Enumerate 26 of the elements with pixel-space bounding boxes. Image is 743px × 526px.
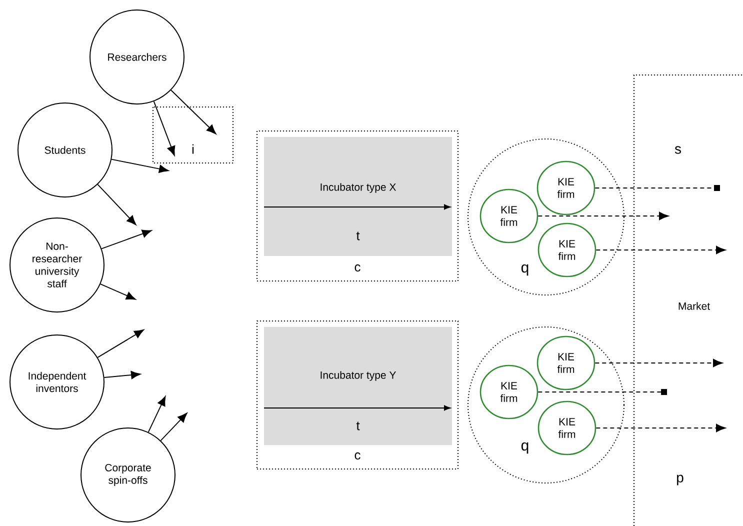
node-label: Incubator type X bbox=[320, 183, 396, 193]
region-label: Market bbox=[678, 302, 710, 310]
arrow bbox=[153, 100, 176, 156]
arrow bbox=[97, 184, 136, 226]
region-label: s bbox=[674, 146, 681, 154]
arrow bbox=[101, 230, 152, 250]
arrow bbox=[596, 424, 726, 432]
arrow bbox=[594, 358, 723, 368]
arrow bbox=[111, 158, 169, 173]
incubator-box: Incubator type X t bbox=[264, 136, 452, 256]
arrow bbox=[97, 329, 144, 358]
arrow bbox=[100, 284, 136, 300]
arrow bbox=[594, 184, 720, 191]
node-label: t bbox=[356, 232, 360, 240]
arrow bbox=[596, 246, 726, 254]
arrow bbox=[538, 388, 667, 395]
node-label: t bbox=[356, 422, 360, 430]
arrow bbox=[148, 396, 166, 433]
arrow bbox=[160, 412, 188, 442]
arrow bbox=[104, 370, 141, 380]
arrow bbox=[170, 90, 216, 134]
incubator-box: Incubator type Y t bbox=[264, 326, 452, 445]
region-label: p bbox=[677, 474, 684, 486]
arrow bbox=[538, 212, 669, 220]
region-label: i bbox=[192, 144, 194, 154]
node-label: Incubator type Y bbox=[320, 371, 396, 381]
